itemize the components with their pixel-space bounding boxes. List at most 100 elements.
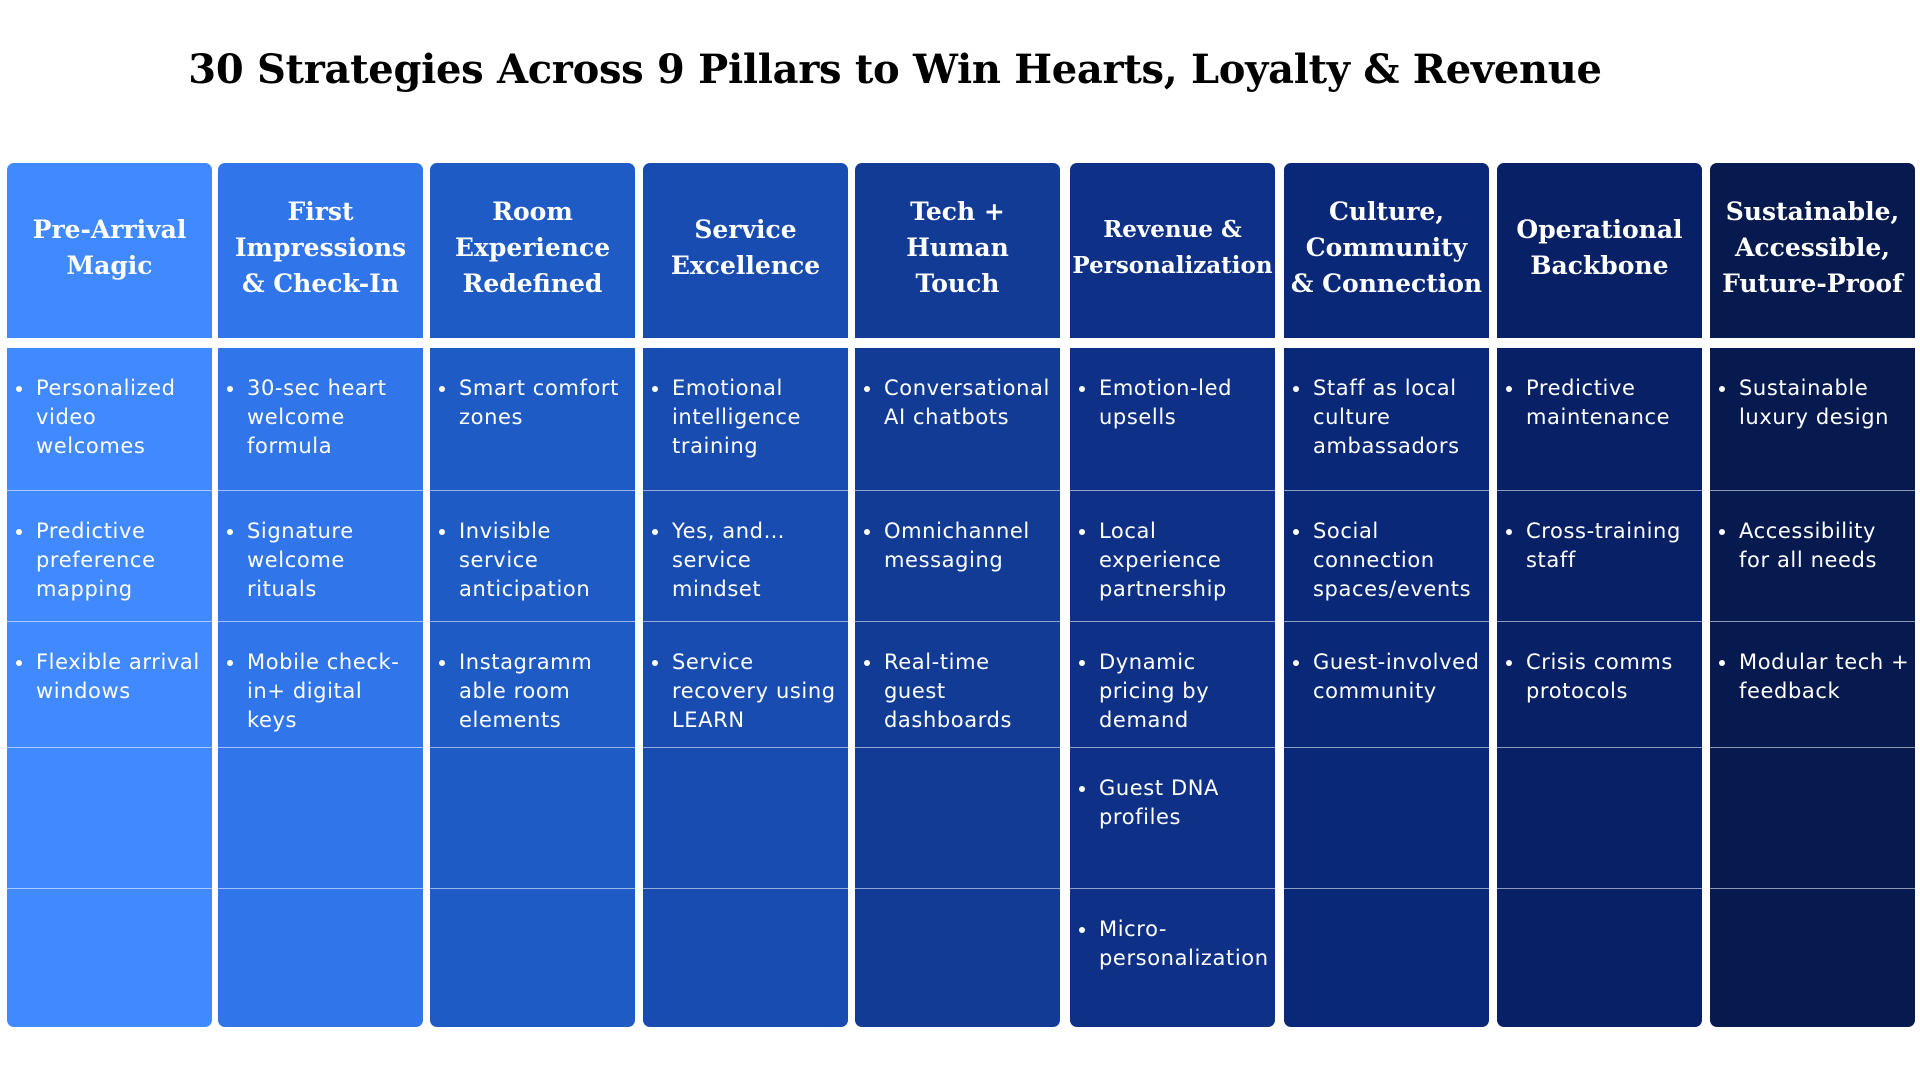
strategy-label: Guest-involved community <box>1313 650 1480 703</box>
header-separator <box>7 338 212 348</box>
strategy-item: Crisis comms protocols <box>1506 648 1698 706</box>
strategy-label: Yes, and… service mindset <box>672 519 786 601</box>
page-title: 30 Strategies Across 9 Pillars to Win He… <box>188 46 1602 93</box>
header-separator <box>218 338 423 348</box>
bullet-icon <box>1293 660 1299 666</box>
strategy-item: Predictive maintenance <box>1506 374 1698 432</box>
strategy-label: Emotion-led upsells <box>1099 376 1233 429</box>
strategy-cell <box>1497 889 1702 1027</box>
strategy-cell: Service recovery using LEARN <box>643 622 848 748</box>
strategy-item: Emotional intelligence training <box>652 374 844 461</box>
strategy-cell: Signature welcome rituals <box>218 491 423 622</box>
strategy-label: Service recovery using LEARN <box>672 650 836 732</box>
bullet-icon <box>1293 529 1299 535</box>
strategy-item: Accessibility for all needs <box>1719 517 1911 575</box>
strategy-item: Instagramm able room elements <box>439 648 631 735</box>
strategy-cell: Yes, and… service mindset <box>643 491 848 622</box>
bullet-icon <box>16 660 22 666</box>
bullet-icon <box>1079 660 1085 666</box>
strategy-item: Personalized video welcomes <box>16 374 208 461</box>
strategy-label: Omnichannel messaging <box>884 519 1030 572</box>
strategy-item: Cross-training staff <box>1506 517 1698 575</box>
strategy-cell <box>1497 748 1702 889</box>
strategy-cell: Accessibility for all needs <box>1710 491 1915 622</box>
strategy-label: Emotional intelligence training <box>672 376 802 458</box>
strategy-item: 30-sec heart welcome formula <box>227 374 419 461</box>
strategy-label: Personalized video welcomes <box>36 376 176 458</box>
strategy-cell <box>218 748 423 889</box>
strategy-item: Flexible arrival windows <box>16 648 208 706</box>
strategy-label: Crisis comms protocols <box>1526 650 1673 703</box>
strategy-cell: Social connection spaces/events <box>1284 491 1489 622</box>
strategy-label: Cross-training staff <box>1526 519 1681 572</box>
strategy-cell: Micro-personalization <box>1070 889 1275 1027</box>
pillar-title: Revenue &Personalization <box>1072 215 1273 279</box>
strategy-cell: Staff as local culture ambassadors <box>1284 348 1489 491</box>
strategy-item: Dynamic pricing by demand <box>1079 648 1271 735</box>
strategy-cell <box>7 748 212 889</box>
bullet-icon <box>1293 386 1299 392</box>
strategy-label: Staff as local culture ambassadors <box>1313 376 1460 458</box>
strategy-label: Real-time guest dashboards <box>884 650 1013 732</box>
strategy-cell <box>855 889 1060 1027</box>
strategy-cell: Guest-involved community <box>1284 622 1489 748</box>
bullet-icon <box>864 386 870 392</box>
bullet-icon <box>652 386 658 392</box>
strategy-cell <box>643 889 848 1027</box>
strategy-cell <box>1710 889 1915 1027</box>
strategy-cell: Predictive preference mapping <box>7 491 212 622</box>
strategy-cell: Conversational AI chatbots <box>855 348 1060 491</box>
strategy-label: Mobile check-in+ digital keys <box>247 650 400 732</box>
strategy-item: Yes, and… service mindset <box>652 517 844 604</box>
strategy-item: Signature welcome rituals <box>227 517 419 604</box>
strategy-cell: Invisible service anticipation <box>430 491 635 622</box>
strategy-label: Predictive preference mapping <box>36 519 156 601</box>
pillar-header: Sustainable,Accessible,Future-Proof <box>1710 163 1915 338</box>
strategy-label: Smart comfort zones <box>459 376 619 429</box>
strategy-item: Conversational AI chatbots <box>864 374 1056 432</box>
strategy-label: Micro-personalization <box>1099 917 1269 970</box>
bullet-icon <box>439 529 445 535</box>
header-separator <box>1070 338 1275 348</box>
strategy-cell: Modular tech + feedback <box>1710 622 1915 748</box>
strategy-label: Dynamic pricing by demand <box>1099 650 1210 732</box>
strategy-item: Guest-involved community <box>1293 648 1485 706</box>
strategy-cell <box>7 889 212 1027</box>
strategy-item: Service recovery using LEARN <box>652 648 844 735</box>
strategy-cell: Emotional intelligence training <box>643 348 848 491</box>
strategy-label: Invisible service anticipation <box>459 519 591 601</box>
bullet-icon <box>227 386 233 392</box>
strategy-label: Local experience partnership <box>1099 519 1227 601</box>
strategy-cell: Omnichannel messaging <box>855 491 1060 622</box>
bullet-icon <box>1506 386 1512 392</box>
strategy-label: Sustainable luxury design <box>1739 376 1890 429</box>
strategy-label: Flexible arrival windows <box>36 650 200 703</box>
strategy-item: Smart comfort zones <box>439 374 631 432</box>
strategy-item: Local experience partnership <box>1079 517 1271 604</box>
strategy-label: Predictive maintenance <box>1526 376 1671 429</box>
strategy-cell: Mobile check-in+ digital keys <box>218 622 423 748</box>
strategy-cell <box>1284 889 1489 1027</box>
strategy-label: Modular tech + feedback <box>1739 650 1910 703</box>
strategy-cell <box>430 748 635 889</box>
strategy-label: 30-sec heart welcome formula <box>247 376 387 458</box>
strategy-cell: 30-sec heart welcome formula <box>218 348 423 491</box>
header-separator <box>643 338 848 348</box>
